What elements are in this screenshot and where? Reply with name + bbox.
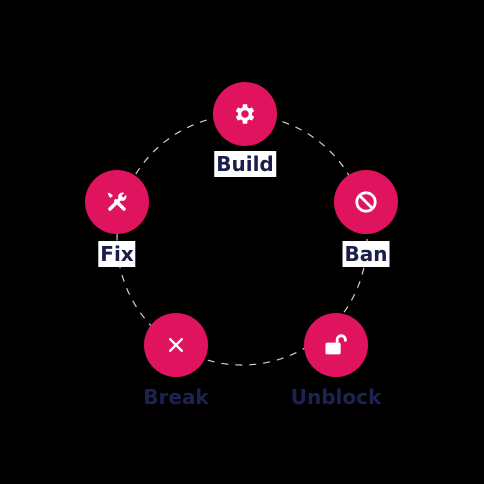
gear-icon (235, 104, 255, 124)
node-unblock[interactable] (304, 313, 368, 377)
tools-icon (107, 192, 127, 211)
close-icon (169, 338, 183, 352)
node-ban[interactable] (334, 170, 398, 234)
node-label-break: Break (143, 385, 209, 409)
node-label-fix: Fix (98, 241, 136, 267)
node-label-unblock: Unblock (290, 385, 382, 409)
node-fix[interactable] (85, 170, 149, 234)
node-label-ban: Ban (342, 241, 390, 267)
node-label-build: Build (214, 151, 276, 177)
unlock-icon (325, 334, 347, 355)
node-break[interactable] (144, 313, 208, 377)
prohibited-icon (355, 191, 377, 213)
node-build[interactable] (213, 82, 277, 146)
